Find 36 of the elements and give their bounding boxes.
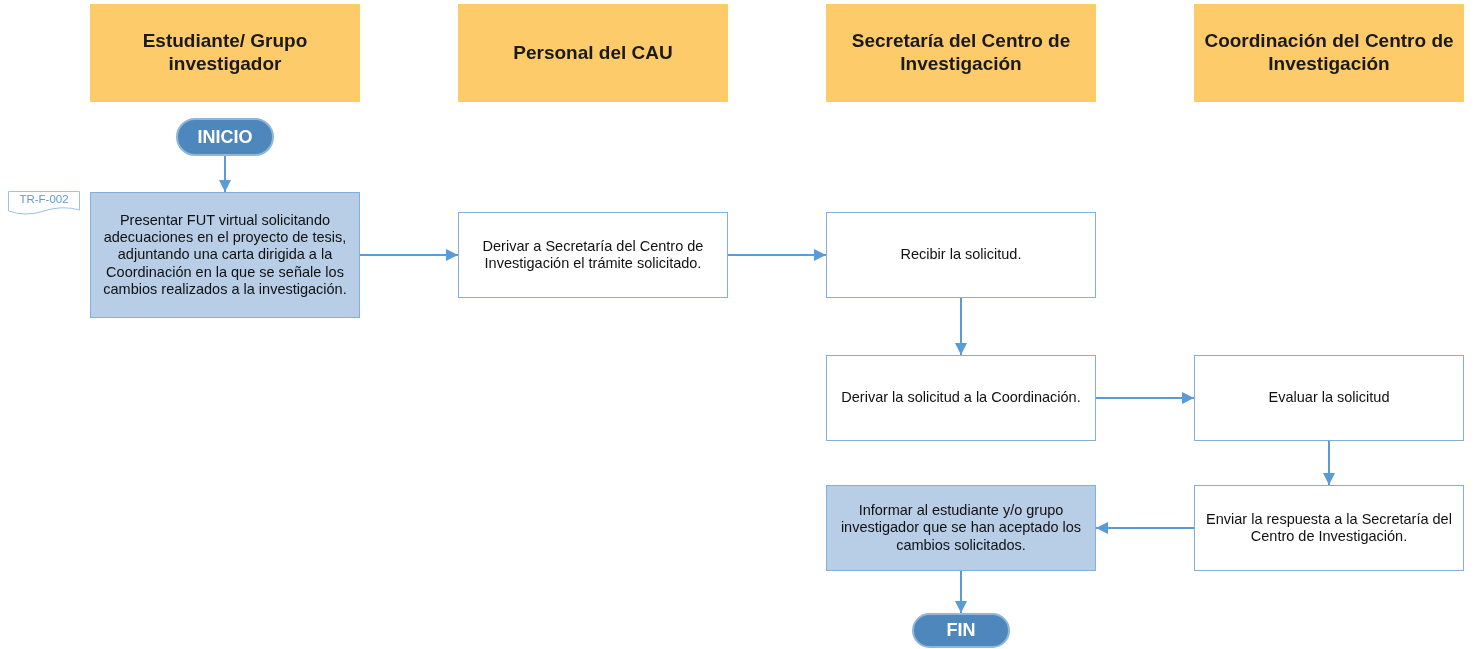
process-box bbox=[1194, 355, 1464, 441]
step-text: Informar al estudiante y/o grupo investigador que se han aceptado los cambios solicitados. bbox=[839, 501, 1083, 555]
step-text: Recibir la solicitud. bbox=[900, 246, 1022, 264]
arrow bbox=[955, 570, 967, 614]
start-terminator bbox=[176, 118, 274, 156]
lane-title: Estudiante/ Grupo investigador bbox=[141, 30, 309, 76]
arrow bbox=[1323, 440, 1335, 486]
lane-header bbox=[90, 4, 360, 102]
arrow bbox=[727, 249, 827, 261]
process-box bbox=[1194, 485, 1464, 571]
terminator-label: FIN bbox=[946, 620, 976, 641]
process-box bbox=[458, 212, 728, 298]
arrow bbox=[219, 155, 231, 193]
step-text: Derivar a Secretaría del Centro de Investigación el trámite solicitado. bbox=[481, 237, 705, 273]
arrow bbox=[359, 249, 459, 261]
terminator-label: INICIO bbox=[197, 126, 253, 148]
lane-header bbox=[458, 4, 728, 102]
process-box bbox=[826, 212, 1096, 298]
document-code: TR-F-002 bbox=[19, 193, 69, 205]
lane-title: Coordinación del Centro de Investigación bbox=[1203, 30, 1455, 76]
lane-header bbox=[1194, 4, 1464, 102]
process-box bbox=[90, 192, 360, 318]
document-symbol bbox=[8, 191, 80, 215]
lane-title: Secretaría del Centro de Investigación bbox=[850, 30, 1072, 76]
step-text: Presentar FUT virtual solicitando adecuaciones en el proyecto de tesis, adjuntando una carta dirigida a la Coordinación en la que se señale los cambios realizados a la investigación. bbox=[102, 211, 348, 299]
step-text: Derivar la solicitud a la Coordinación. bbox=[841, 389, 1081, 407]
arrow bbox=[955, 297, 967, 356]
lane-header bbox=[826, 4, 1096, 102]
arrow bbox=[1095, 392, 1195, 404]
process-box bbox=[826, 355, 1096, 441]
step-text: Enviar la respuesta a la Secretaría del Centro de Investigación. bbox=[1205, 510, 1453, 546]
arrow bbox=[1095, 522, 1195, 534]
end-terminator bbox=[912, 613, 1010, 648]
lane-title: Personal del CAU bbox=[513, 41, 673, 65]
process-box bbox=[826, 485, 1096, 571]
step-text: Evaluar la solicitud bbox=[1268, 389, 1390, 407]
